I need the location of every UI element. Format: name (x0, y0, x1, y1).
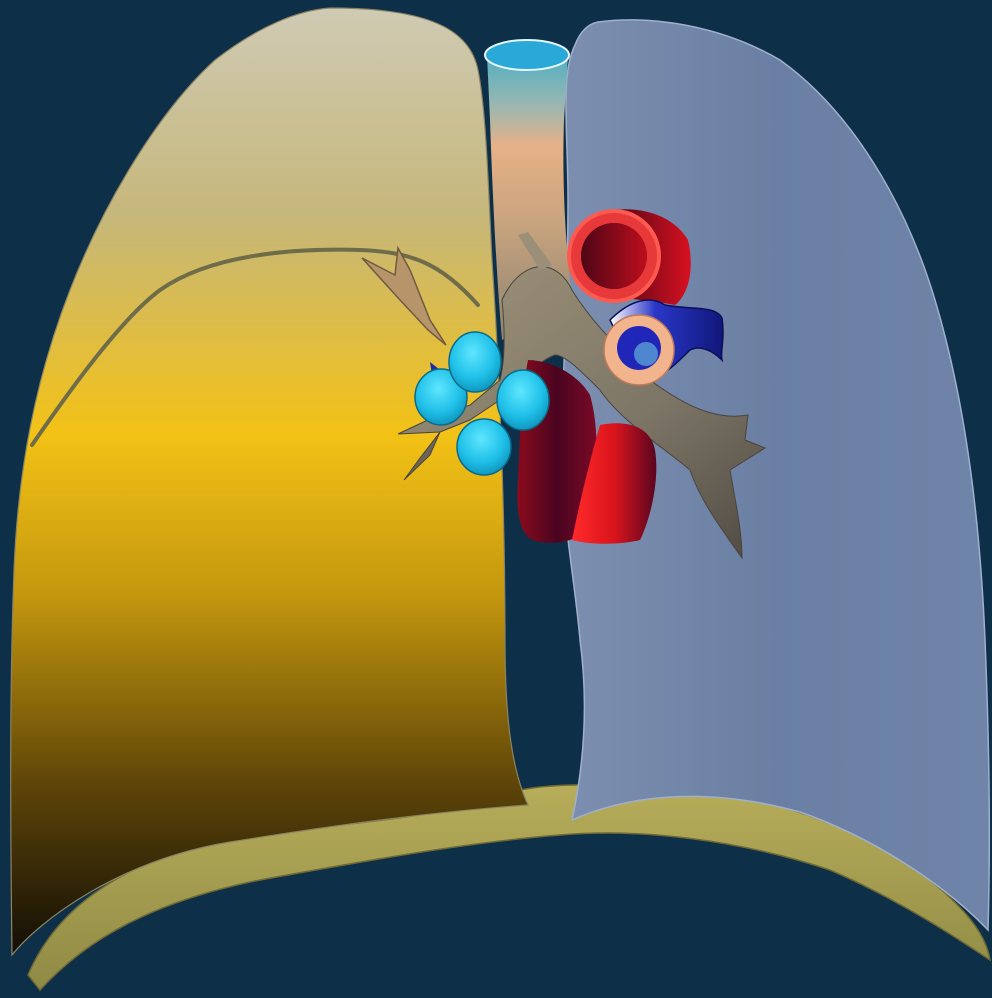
lymph-node (497, 370, 549, 430)
lymph-node (449, 332, 501, 392)
aortic-arch (569, 209, 691, 305)
lymph-node (457, 419, 511, 475)
trachea-opening (485, 40, 569, 70)
